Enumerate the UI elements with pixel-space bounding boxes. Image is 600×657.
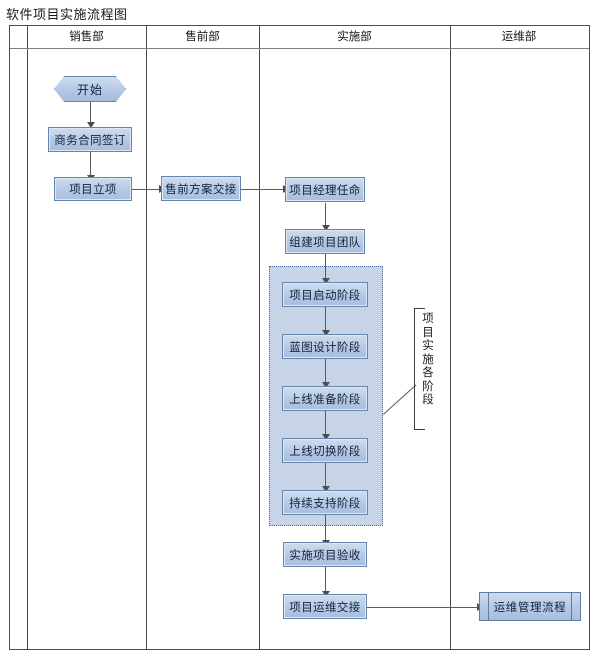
connector-kickoff-to-blueprint (325, 307, 327, 332)
connector-initiation-to-presales (132, 188, 161, 190)
node-pm-appointment[interactable]: 项目经理任命 (285, 177, 365, 202)
arrowhead-start-to-contract (86, 122, 95, 128)
arrowhead-prep-to-switch (321, 434, 330, 440)
connector-blueprint-to-prep (325, 359, 327, 384)
node-project-initiation[interactable]: 项目立项 (54, 177, 132, 201)
annotation-leader-line (383, 384, 417, 415)
connector-acceptance-to-handover (325, 567, 327, 593)
node-build-team[interactable]: 组建项目团队 (285, 229, 365, 254)
connector-presales-to-pm (241, 188, 285, 190)
lane-divider-3 (450, 26, 451, 649)
node-phase-golive-switch[interactable]: 上线切换阶段 (282, 438, 368, 463)
lane-header-sales: 销售部 (69, 31, 104, 43)
arrowhead-pm-to-team (321, 225, 330, 231)
lane-header-ops: 运维部 (501, 31, 537, 43)
node-phase-blueprint[interactable]: 蓝图设计阶段 (282, 334, 368, 359)
node-ops-handover[interactable]: 项目运维交接 (283, 594, 367, 619)
connector-start-to-contract (90, 100, 92, 124)
arrowhead-team-to-kickoff (321, 278, 330, 284)
node-presales-handover[interactable]: 售前方案交接 (161, 176, 241, 201)
connector-pm-to-team (325, 203, 327, 227)
annotation-label: 项目实施各阶段 (422, 313, 434, 407)
connector-switch-to-support (325, 463, 327, 488)
connector-contract-to-initiation (90, 151, 92, 177)
lane-header-delivery: 实施部 (337, 31, 372, 43)
connector-prep-to-switch (325, 411, 327, 436)
lane-divider-1 (146, 26, 147, 649)
connector-support-to-acceptance (325, 515, 327, 542)
node-phase-golive-prep[interactable]: 上线准备阶段 (282, 386, 368, 411)
lane-divider-2 (259, 26, 260, 649)
node-phase-kickoff[interactable]: 项目启动阶段 (282, 282, 368, 307)
arrowhead-switch-to-support (321, 486, 330, 492)
lane-header-divider (10, 48, 589, 49)
connector-team-to-kickoff (325, 254, 327, 280)
node-phase-support[interactable]: 持续支持阶段 (282, 490, 368, 515)
node-project-acceptance[interactable]: 实施项目验收 (283, 542, 367, 567)
node-ops-management-process[interactable]: 运维管理流程 (479, 592, 581, 621)
connector-handover-to-ops (367, 606, 479, 608)
arrowhead-blueprint-to-prep (321, 382, 330, 388)
arrowhead-kickoff-to-blueprint (321, 330, 330, 336)
swimlane-frame: 销售部 售前部 实施部 运维部 (9, 25, 590, 650)
node-contract-signing[interactable]: 商务合同签订 (48, 127, 132, 152)
page-title: 软件项目实施流程图 (6, 7, 128, 22)
annotation-bracket (414, 308, 425, 430)
lane-divider-0 (27, 26, 28, 649)
node-start[interactable]: 开始 (54, 76, 126, 102)
lane-header-presales: 售前部 (185, 31, 220, 43)
